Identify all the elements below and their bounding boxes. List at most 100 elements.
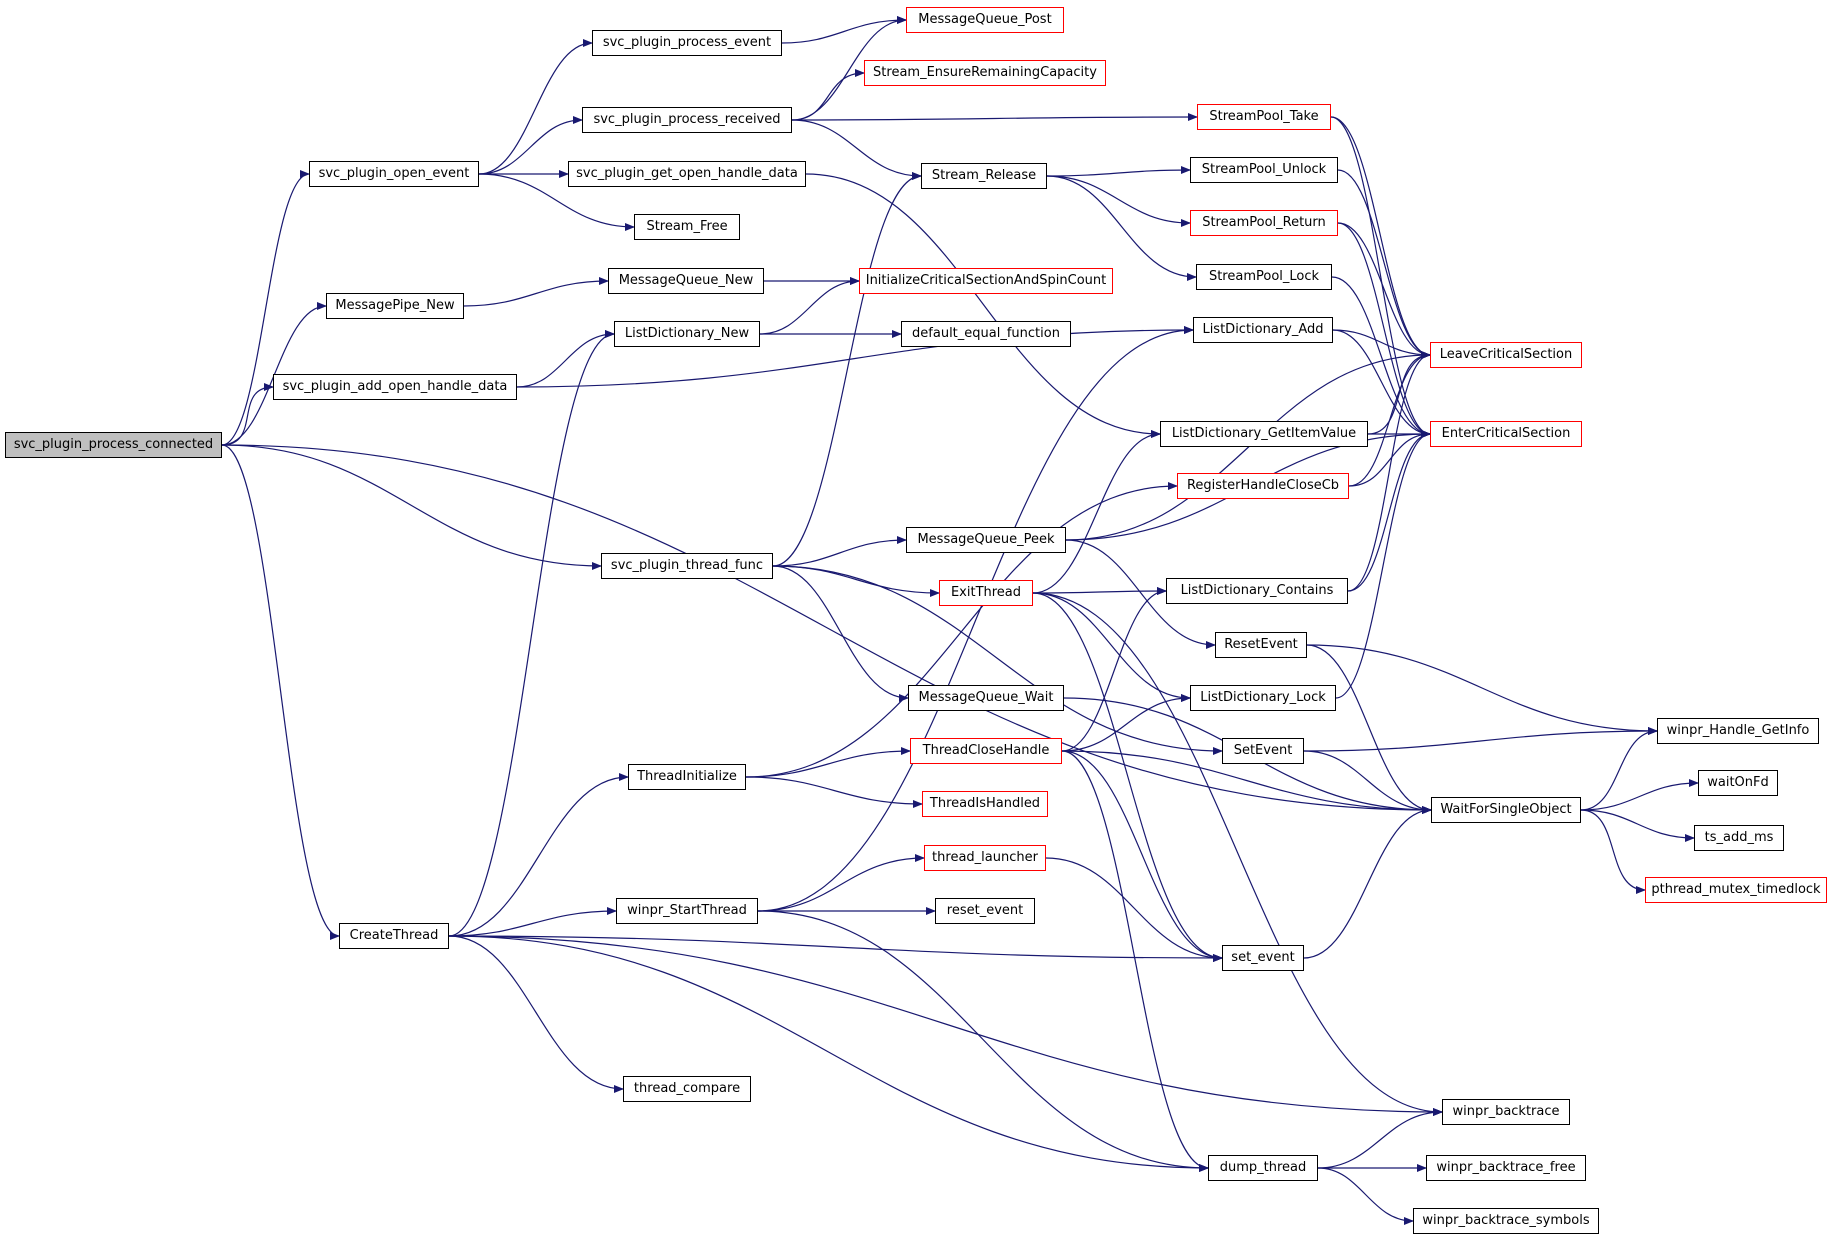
edge-thread_launcher-to-set_event (1045, 857, 1223, 962)
node-listdictionary-lock[interactable]: ListDictionary_Lock (1190, 685, 1336, 711)
node-listdictionary-add[interactable]: ListDictionary_Add (1193, 317, 1333, 343)
node-svc-plugin-process-received[interactable]: svc_plugin_process_received (582, 107, 792, 133)
node-winpr-startthread[interactable]: winpr_StartThread (616, 898, 758, 924)
edge-create_thread-to-ld_new (448, 330, 615, 937)
edge-reset_event_cap-to-get_info (1306, 644, 1658, 735)
edge-open_event-to-process_event (478, 39, 593, 175)
node-winpr-backtrace[interactable]: winpr_backtrace (1442, 1099, 1570, 1125)
edge-thread_func-to-set_event_cap (772, 565, 1223, 755)
edge-mq_peek-to-reset_event_cap (1065, 539, 1216, 649)
edge-start_thread-to-dump_thread (757, 910, 1209, 1172)
node-thread-compare[interactable]: thread_compare (623, 1076, 751, 1102)
edge-thread_close-to-ld_contains (1061, 587, 1167, 752)
edge-stream_release-to-pool_unlock (1046, 166, 1191, 177)
node-streampool-unlock[interactable]: StreamPool_Unlock (1190, 157, 1338, 183)
edge-exit_thread-to-backtrace (1032, 592, 1443, 1116)
edge-pool_unlock-to-leave_cs (1337, 169, 1431, 359)
node-streampool-take[interactable]: StreamPool_Take (1197, 104, 1331, 130)
node-stream-free[interactable]: Stream_Free (634, 214, 740, 240)
edge-ld_add-to-leave_cs (1332, 329, 1431, 359)
node-winpr-backtrace-symbols[interactable]: winpr_backtrace_symbols (1413, 1208, 1599, 1234)
node-entercriticalsection[interactable]: EnterCriticalSection (1430, 421, 1582, 447)
node-registerhandleclosecb[interactable]: RegisterHandleCloseCb (1177, 473, 1349, 499)
edge-ld_add-to-enter_cs (1332, 329, 1431, 438)
edge-pool_take-to-enter_cs (1330, 116, 1431, 438)
edge-wait_single-to-mutex_timedlock (1580, 809, 1646, 894)
node-set-event[interactable]: set_event (1222, 945, 1304, 971)
edge-process_event-to-mq_post (781, 16, 907, 44)
node-messagequeue-peek[interactable]: MessageQueue_Peek (906, 527, 1066, 553)
edge-open_event-to-process_received (478, 116, 583, 175)
edge-set_event_cap-to-get_info (1303, 727, 1658, 752)
edge-wait_single-to-wait_on_fd (1580, 779, 1699, 811)
node-default-equal-function[interactable]: default_equal_function (901, 321, 1071, 347)
node-leavecriticalsection[interactable]: LeaveCriticalSection (1430, 342, 1582, 368)
node-svc-plugin-get-open-handle-data[interactable]: svc_plugin_get_open_handle_data (568, 161, 806, 187)
node-listdictionary-contains[interactable]: ListDictionary_Contains (1166, 578, 1348, 604)
edge-pipe_new-to-mq_new (463, 277, 609, 307)
node-listdictionary-new[interactable]: ListDictionary_New (614, 321, 760, 347)
edge-thread_init-to-thread_close (745, 747, 911, 778)
node-waitforsingleobject[interactable]: WaitForSingleObject (1431, 797, 1581, 823)
node-threadclosehandle[interactable]: ThreadCloseHandle (910, 738, 1062, 764)
edge-ld_contains-to-enter_cs (1347, 430, 1431, 592)
node-svc-plugin-thread-func[interactable]: svc_plugin_thread_func (601, 553, 773, 579)
node-waitonfd[interactable]: waitOnFd (1698, 770, 1778, 796)
edge-add_open-to-ld_new (516, 330, 615, 388)
node-threadishandled[interactable]: ThreadIsHandled (922, 791, 1048, 817)
edge-set_event-to-wait_single (1303, 806, 1432, 959)
node-messagequeue-wait[interactable]: MessageQueue_Wait (908, 685, 1064, 711)
edge-set_event_cap-to-wait_single (1303, 750, 1432, 814)
edge-wait_single-to-ts_add_ms (1580, 809, 1695, 842)
node-streampool-lock[interactable]: StreamPool_Lock (1196, 264, 1332, 290)
node-svc-plugin-process-connected[interactable]: svc_plugin_process_connected (5, 432, 222, 458)
node-messagequeue-post[interactable]: MessageQueue_Post (906, 7, 1064, 33)
node-winpr-backtrace-free[interactable]: winpr_backtrace_free (1426, 1155, 1586, 1181)
edge-thread_func-to-mq_peek (772, 536, 907, 567)
node-messagequeue-new[interactable]: MessageQueue_New (608, 268, 764, 294)
edge-mq_peek-to-leave_cs (1065, 351, 1431, 541)
edge-ld_get-to-leave_cs (1367, 351, 1431, 435)
edge-pool_take-to-leave_cs (1330, 116, 1431, 359)
edge-create_thread-to-start_thread (448, 907, 617, 937)
edge-stream_release-to-pool_return (1046, 175, 1191, 227)
node-pthread-mutex-timedlock[interactable]: pthread_mutex_timedlock (1645, 877, 1827, 903)
node-resetevent[interactable]: ResetEvent (1215, 632, 1307, 658)
edge-reset_event_cap-to-wait_single (1306, 644, 1432, 814)
node-exitthread[interactable]: ExitThread (939, 580, 1033, 606)
edge-add_open-to-ld_add (516, 326, 1194, 388)
node-stream-ensureremainingcapacity[interactable]: Stream_EnsureRemainingCapacity (864, 60, 1106, 86)
edge-reg_close-to-leave_cs (1348, 351, 1431, 487)
node-svc-plugin-open-event[interactable]: svc_plugin_open_event (309, 161, 479, 187)
node-svc-plugin-process-event[interactable]: svc_plugin_process_event (592, 30, 782, 56)
edge-pool_return-to-enter_cs (1337, 222, 1431, 438)
node-thread-launcher[interactable]: thread_launcher (924, 845, 1046, 871)
node-winpr-handle-getinfo[interactable]: winpr_Handle_GetInfo (1657, 718, 1819, 744)
node-initializecriticalsectionandspincount[interactable]: InitializeCriticalSectionAndSpinCount (859, 268, 1113, 294)
edge-create_thread-to-set_event (448, 935, 1223, 962)
edge-thread_func-to-exit_thread (772, 565, 940, 597)
node-ts-add-ms[interactable]: ts_add_ms (1694, 825, 1784, 851)
edge-stream_release-to-pool_lock (1046, 175, 1197, 281)
node-reset-event[interactable]: reset_event (935, 898, 1035, 924)
node-setevent[interactable]: SetEvent (1222, 738, 1304, 764)
edge-root-to-add_open (221, 383, 274, 446)
edge-thread_func-to-stream_release (772, 172, 922, 567)
edge-get_open-to-ld_get (805, 173, 1161, 438)
node-createthread[interactable]: CreateThread (339, 923, 449, 949)
edge-exit_thread-to-ld_get (1032, 430, 1161, 594)
edge-exit_thread-to-ld_contains (1032, 587, 1167, 596)
node-stream-release[interactable]: Stream_Release (921, 163, 1047, 189)
edge-ld_lock-to-enter_cs (1335, 430, 1431, 699)
node-messagepipe-new[interactable]: MessagePipe_New (326, 293, 464, 319)
node-dump-thread[interactable]: dump_thread (1208, 1155, 1318, 1181)
edge-exit_thread-to-ld_lock (1032, 592, 1191, 702)
node-streampool-return[interactable]: StreamPool_Return (1190, 210, 1338, 236)
node-listdictionary-getitemvalue[interactable]: ListDictionary_GetItemValue (1160, 421, 1368, 447)
node-svc-plugin-add-open-handle-data[interactable]: svc_plugin_add_open_handle_data (273, 374, 517, 400)
edge-ld_contains-to-leave_cs (1347, 351, 1431, 592)
node-threadinitialize[interactable]: ThreadInitialize (628, 764, 746, 790)
edge-thread_close-to-dump_thread (1061, 750, 1209, 1172)
